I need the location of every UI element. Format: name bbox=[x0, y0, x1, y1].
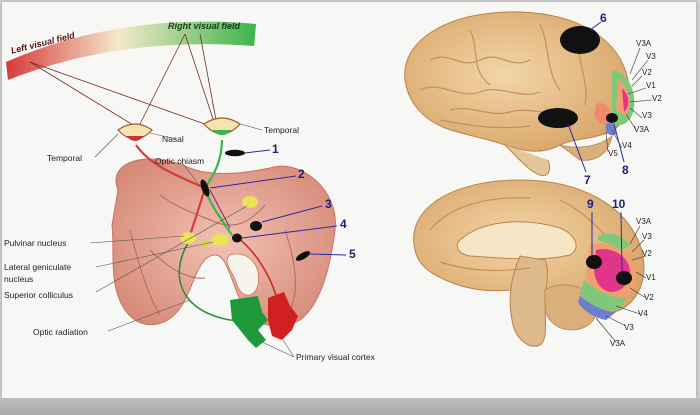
lesion-number-2: 2 bbox=[298, 167, 305, 181]
lesion-number-6: 6 bbox=[600, 11, 607, 25]
label-leaders bbox=[89, 123, 295, 358]
lateral-geniculate-label-line2: nucleus bbox=[4, 274, 34, 284]
lower-area-v4: V4 bbox=[638, 309, 648, 318]
visual-field-arc bbox=[6, 21, 256, 80]
pulvinar-nucleus-label: Pulvinar nucleus bbox=[4, 238, 67, 248]
lower-area-v3-top: V3 bbox=[642, 232, 652, 241]
field-projection-lines bbox=[29, 33, 217, 129]
primary-visual-cortex-label: Primary visual cortex bbox=[296, 352, 375, 362]
lower-area-v3a-top: V3A bbox=[636, 217, 652, 226]
upper-area-v5: V5 bbox=[608, 149, 618, 158]
lower-area-leaders bbox=[595, 225, 647, 343]
upper-area-v2-top: V2 bbox=[642, 68, 652, 77]
upper-area-v3-top: V3 bbox=[646, 52, 656, 61]
upper-area-v3a-bottom: V3A bbox=[634, 125, 650, 134]
left-lesions bbox=[200, 149, 311, 261]
optic-radiation-label: Optic radiation bbox=[33, 327, 88, 337]
upper-area-v3-bottom: V3 bbox=[642, 111, 652, 120]
lower-area-v1: V1 bbox=[646, 273, 656, 282]
lower-area-v2-top: V2 bbox=[642, 249, 652, 258]
lesion-number-3: 3 bbox=[325, 197, 332, 211]
optic-chiasm-label: Optic chiasm bbox=[155, 156, 205, 166]
lesion-number-7: 7 bbox=[584, 173, 591, 187]
lower-area-v2-bottom: V2 bbox=[644, 293, 654, 302]
nasal-label: Nasal bbox=[162, 134, 184, 144]
right-visual-field-label: Right visual field bbox=[168, 21, 241, 31]
lesion-number-4: 4 bbox=[340, 217, 347, 231]
left-eye bbox=[117, 123, 153, 141]
medial-brain bbox=[413, 179, 645, 347]
lesion-number-5: 5 bbox=[349, 247, 356, 261]
lesion-number-10: 10 bbox=[612, 197, 626, 211]
upper-area-leaders bbox=[605, 47, 653, 153]
temporal-right-label: Temporal bbox=[264, 125, 299, 135]
temporal-left-label: Temporal bbox=[47, 153, 82, 163]
upper-area-v2-bottom: V2 bbox=[652, 94, 662, 103]
lesion-number-1: 1 bbox=[272, 142, 279, 156]
lateral-brain bbox=[404, 11, 635, 177]
lesion-leaders bbox=[209, 149, 347, 256]
lower-brain-leaders bbox=[591, 211, 623, 273]
bottom-strip bbox=[0, 398, 700, 415]
lesion-number-9: 9 bbox=[587, 197, 594, 211]
right-eye bbox=[203, 117, 241, 135]
superior-colliculus-label: Superior colliculus bbox=[4, 290, 73, 300]
lower-area-v3a-bottom: V3A bbox=[610, 339, 626, 348]
upper-area-v4: V4 bbox=[622, 141, 632, 150]
upper-area-v3a-top: V3A bbox=[636, 39, 652, 48]
lateral-geniculate-label: Lateral geniculate bbox=[4, 262, 72, 272]
primary-visual-cortex-shapes bbox=[230, 292, 298, 348]
lesion-number-8: 8 bbox=[622, 163, 629, 177]
lower-area-v3-bottom: V3 bbox=[624, 323, 634, 332]
thalamic-nuclei bbox=[180, 196, 258, 248]
upper-area-v1: V1 bbox=[646, 81, 656, 90]
